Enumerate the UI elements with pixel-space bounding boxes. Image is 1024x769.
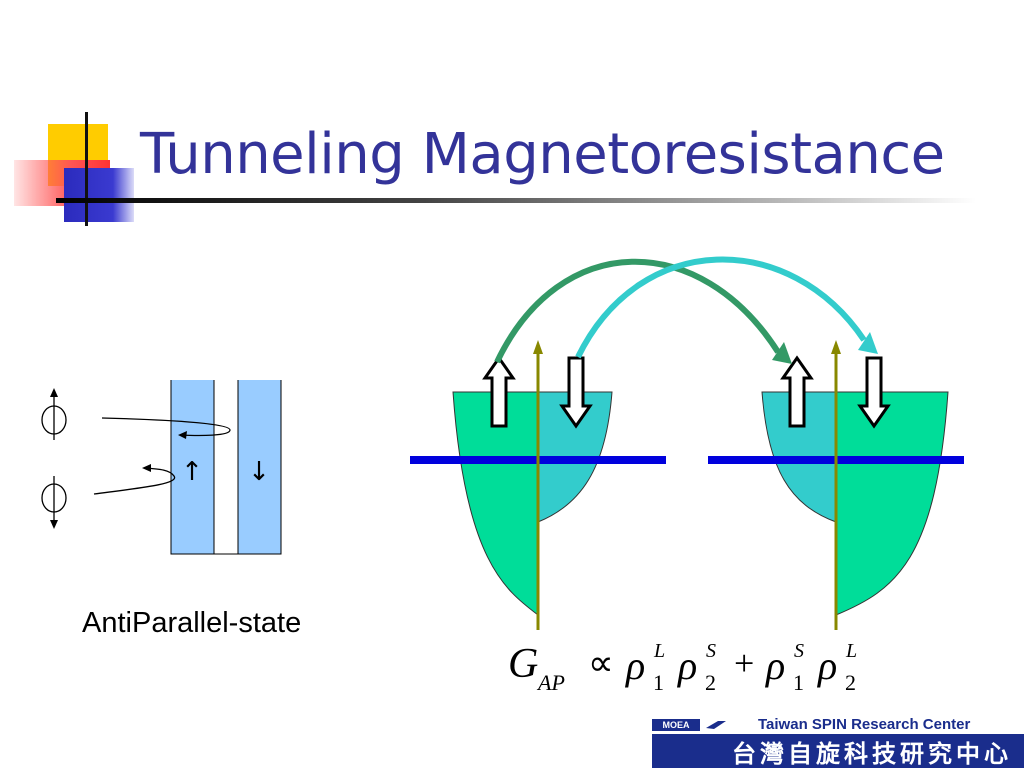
formula-sup-2b: L	[846, 640, 858, 662]
formula-rho-2a: ρ	[766, 643, 786, 688]
tunneling-arc-green	[494, 258, 781, 364]
formula-G: G	[508, 641, 539, 687]
spin-down-electron-icon	[41, 476, 67, 529]
formula-G-subscript: AP	[538, 670, 565, 695]
state-label: AntiParallel-state	[82, 607, 302, 639]
right-dos-majority-band	[835, 391, 949, 616]
tunneling-arc-cyan	[575, 256, 867, 359]
formula-sup-1b: S	[706, 640, 716, 662]
slide-title: Tunneling Magnetoresistance	[140, 122, 945, 187]
formula-rho-2b: ρ	[818, 643, 838, 688]
formula-sub-1a: 1	[653, 670, 664, 695]
formula-rho-1b: ρ	[678, 643, 698, 688]
right-electrode	[237, 380, 282, 555]
formula-sup-1a: L	[654, 640, 666, 662]
left-spin-down-arrow-icon	[559, 356, 593, 429]
formula-sub-2a: 1	[793, 670, 804, 695]
formula-rho-1a: ρ	[626, 643, 646, 688]
conductance-formula: G AP ∝ ρ L 1 ρ S 2 + ρ S 1 ρ L 2	[508, 640, 888, 710]
formula-sup-2a: S	[794, 640, 804, 662]
left-electrode-arrow: ↑	[181, 457, 203, 487]
right-spin-down-arrow-icon	[857, 356, 891, 429]
right-spin-up-arrow-icon	[780, 355, 814, 428]
spin-up-electron-icon	[41, 388, 67, 440]
center-name-en: Taiwan SPIN Research Center	[758, 716, 971, 733]
tunneling-arc-green-head	[772, 342, 792, 364]
center-name-zh: 台灣自旋科技研究中心	[732, 738, 1012, 768]
moea-logo: MOEA	[652, 718, 700, 731]
logo-header: MOEA Taiwan SPIN Research Center	[652, 716, 1024, 733]
formula-plus: +	[734, 643, 755, 683]
tunneling-arc-cyan-head	[858, 332, 878, 354]
dos-diagram	[410, 256, 964, 630]
junction-diagram: ↑ ↓	[41, 380, 282, 555]
tunnel-barrier	[213, 380, 239, 555]
spin-up-trajectory	[101, 417, 231, 437]
formula-sub-1b: 2	[705, 670, 716, 695]
moea-swoosh-icon	[706, 720, 726, 729]
title-underline	[56, 198, 976, 203]
formula-sub-2b: 2	[845, 670, 856, 695]
left-electrode	[170, 380, 215, 555]
decor-blue-square	[64, 168, 134, 222]
formula-proportional: ∝	[588, 643, 614, 683]
right-electrode-arrow: ↓	[248, 457, 270, 487]
spin-down-trajectory	[93, 467, 176, 495]
logo-banner: 台灣自旋科技研究中心	[652, 734, 1024, 768]
left-spin-up-arrow-icon	[482, 355, 516, 428]
decor-vertical-line	[85, 112, 88, 226]
